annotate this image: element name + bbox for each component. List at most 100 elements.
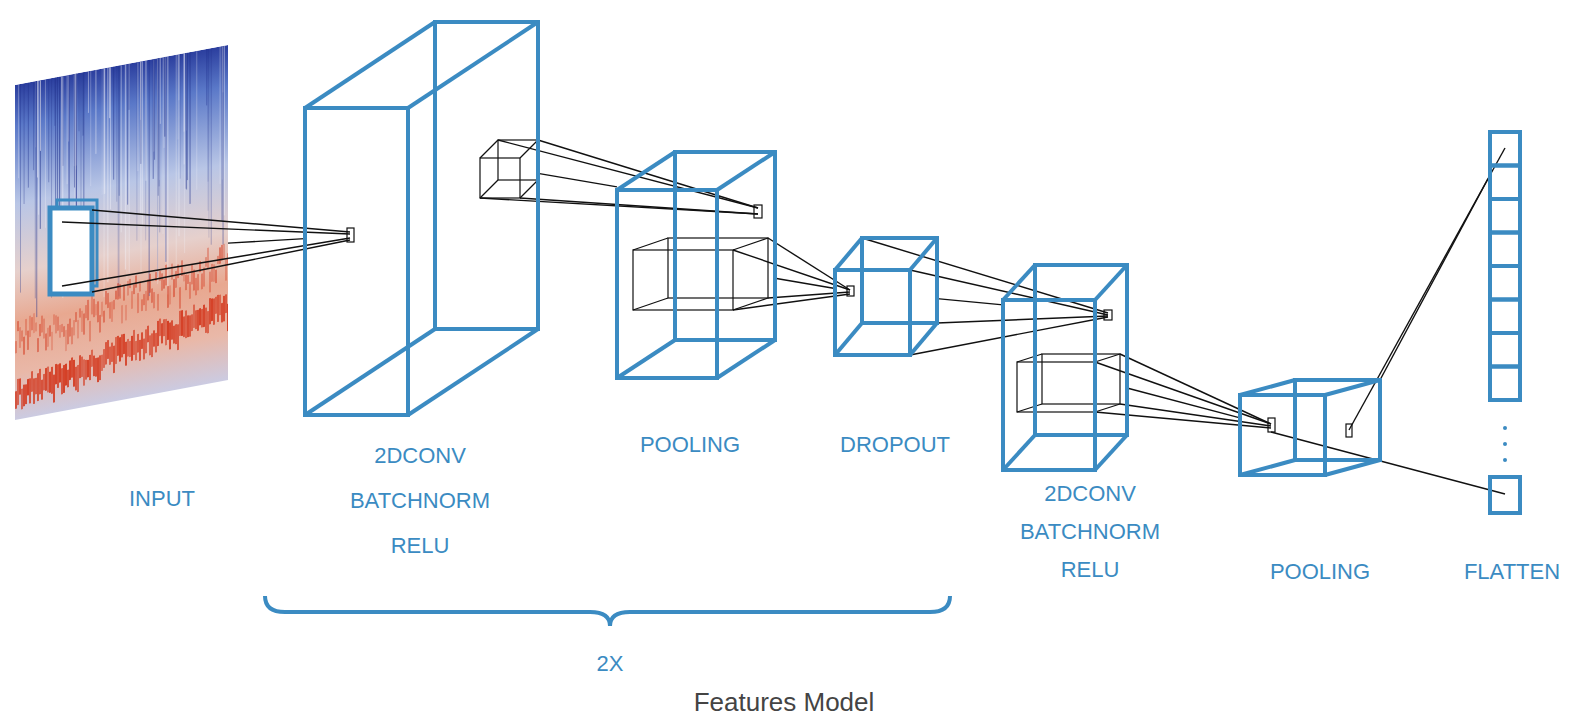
depth-edge [408,22,538,108]
spectrogram-stripe [104,68,105,297]
layer-connector [937,299,1003,305]
depth-edge [910,323,937,355]
vector-cell [1490,367,1520,401]
spectrogram-stripe [145,60,146,240]
spectrogram-band [23,384,25,406]
spectrogram-stripe [121,65,122,232]
spectrogram-stripe [178,54,179,236]
spectrogram-band [59,325,61,338]
spectrogram-band [221,245,223,261]
spectrogram-stripe [159,58,160,186]
spectrogram-band [93,355,95,376]
spectrogram-band [71,357,73,378]
layer-label: INPUT [129,486,195,512]
spectrogram-stripe [221,46,222,221]
spectrogram-band [75,312,77,322]
spectrogram-band [27,379,29,396]
back-face [1035,265,1127,435]
spectrogram-band [203,305,205,328]
vector-cell [1490,233,1520,267]
spectrogram-band [169,322,171,349]
spectrogram-band [187,315,189,337]
spectrogram-band [55,364,57,385]
spectrogram-band [171,320,173,340]
spectrogram-band [111,301,113,322]
spectrogram-stripe [154,59,155,160]
spectrogram-band [225,294,227,313]
layer-connector [228,239,305,243]
spectrogram-band [69,318,71,336]
spectrogram-stripe [102,69,103,195]
repeat-label: 2X [597,651,624,677]
spectrogram-band [99,355,101,380]
depth-edge [1095,265,1127,300]
spectrogram-band [83,359,85,386]
spectrogram-band [153,330,155,347]
layer-outline [1488,130,1522,515]
spectrogram-band [145,291,147,311]
spectrogram-band [17,379,19,405]
spectrogram-band [103,349,105,368]
spectrogram-band [61,324,63,333]
spectrogram-stripe [208,49,209,238]
spectrogram-band [17,321,19,331]
flatten-vector: FLATTEN [1488,130,1522,515]
spectrogram-band [33,313,35,333]
spectrogram-stripe [118,66,119,289]
spectrogram-band [93,299,95,318]
layer-outline [835,238,937,355]
spectrogram-band [129,341,131,357]
spectrogram-band [141,299,143,311]
spectrogram-band [227,304,229,332]
layer-block: 2DCONV BATCHNORM RELU [305,22,538,415]
spectrogram-band [135,275,137,288]
spectrogram-stripe [180,54,181,179]
spectrogram-band [155,333,157,353]
spectrogram-band [203,267,205,286]
depth-edge [1240,460,1295,475]
spectrogram-stripe [220,46,221,183]
spectrogram-band [113,300,115,310]
spectrogram-band [39,369,41,395]
spectrogram-band [31,317,33,331]
spectrogram-band [185,275,187,291]
spectrogram-band [157,294,159,311]
spectrogram-stripe [24,83,25,204]
spectrogram-stripe [176,55,177,269]
spectrogram-band [85,305,87,318]
vector-cell [1490,266,1520,300]
spectrogram-band [209,298,211,325]
spectrogram-band [153,292,155,308]
spectrogram-band [89,321,91,342]
spectrogram-band [87,300,89,321]
spectrogram-stripe [33,82,34,171]
spectrogram-band [121,334,123,357]
spectrogram-stripe [48,79,49,183]
depth-edge [835,238,862,270]
spectrogram-band [21,389,23,410]
spectrogram-band [183,316,185,337]
pool1-kernel [633,238,768,310]
layer-label: 2DCONV BATCHNORM RELU [350,433,490,568]
spectrogram-stripe [110,67,111,209]
spectrogram-band [27,330,29,350]
spectrogram-band [205,307,207,333]
spectrogram-stripe [74,74,75,166]
spectrogram-band [37,338,39,352]
spectrogram-band [119,337,121,362]
spectrogram-band [121,305,123,324]
spectrogram-band [49,325,51,336]
spectrogram-band [219,247,221,264]
depth-edge [1003,435,1035,470]
spectrogram-stripe [90,71,91,186]
back-face [675,152,775,340]
spectrogram-stripe [40,80,41,151]
spectrogram-band [215,270,217,284]
layer-block: POOLING [617,152,775,378]
spectrogram-band [115,337,117,364]
spectrogram-band [105,342,107,365]
spectrogram-stripe [196,51,197,190]
depth-edge [910,238,937,270]
ellipsis-dot [1503,458,1507,462]
spectrogram-band [189,282,191,299]
